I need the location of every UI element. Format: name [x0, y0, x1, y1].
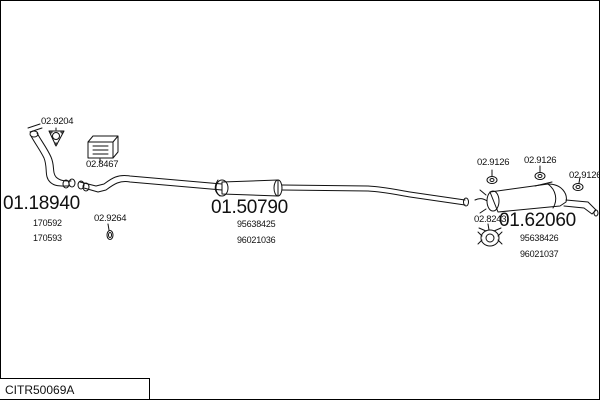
centre-silencer-shape [77, 175, 469, 207]
centre-silencer-ref-2: 96021036 [237, 235, 276, 245]
front-pipe-ref-1: 170592 [33, 218, 62, 228]
rear-silencer-shape [474, 183, 599, 217]
rear-hanger-1-label: 02.9126 [477, 157, 510, 168]
centre-silencer-ref-1: 95638425 [237, 219, 276, 229]
ring-front-shape [106, 230, 114, 240]
front-pipe-ref-2: 170593 [33, 233, 62, 243]
bracket-kit-shape [87, 135, 119, 159]
ring-front-label: 02.9264 [94, 213, 127, 224]
rear-hangers-shape [486, 172, 584, 191]
rear-silencer-ref-1: 95638426 [520, 233, 559, 243]
rear-clamp-label: 02.8243 [474, 214, 507, 225]
diagram-code: CITR50069A [5, 383, 75, 397]
diagram-code-box: CITR50069A [0, 378, 150, 399]
gasket-front-shape [48, 130, 65, 147]
leader-lines [55, 127, 581, 231]
rear-silencer-ref-2: 96021037 [520, 249, 559, 259]
bracket-kit-label: 02.8467 [86, 159, 119, 170]
rear-silencer-number: 01.62060 [499, 210, 576, 231]
front-pipe-number: 01.18940 [3, 193, 80, 214]
rear-hanger-2-label: 02.9126 [524, 155, 557, 166]
rear-clamp-shape [477, 227, 503, 247]
centre-silencer-number: 01.50790 [211, 197, 288, 218]
gasket-front-label: 02.9204 [41, 116, 74, 127]
front-pipe-shape [27, 123, 76, 189]
rear-hanger-3-label: 02.9126 [569, 170, 600, 181]
